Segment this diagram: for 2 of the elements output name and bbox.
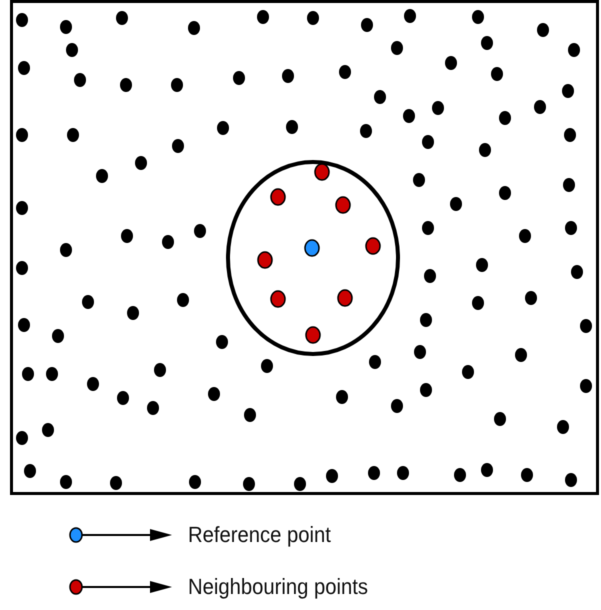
legend-label: Neighbouring points xyxy=(188,574,368,600)
legend-label: Reference point xyxy=(188,522,331,548)
